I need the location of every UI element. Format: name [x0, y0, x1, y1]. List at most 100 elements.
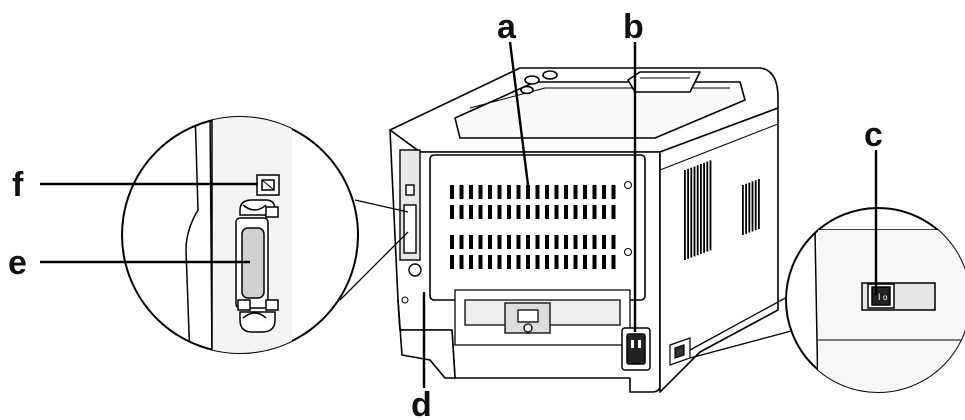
vent-slot: [488, 185, 492, 199]
vent-slot: [583, 255, 587, 269]
vent-slot: [497, 185, 502, 199]
vent-slot: [545, 255, 549, 269]
vent-slot: [535, 205, 540, 219]
side-vents: [684, 160, 760, 260]
vent-slot: [573, 235, 578, 249]
vent-slot: [459, 185, 464, 199]
side-vent-slot: [758, 179, 760, 229]
control-button: [520, 85, 534, 95]
side-vent-slot: [751, 181, 754, 232]
svg-text:I: I: [878, 292, 881, 302]
vent-slot: [459, 205, 464, 219]
magnifier-right: I o: [689, 207, 965, 393]
magnifier-left: [121, 116, 409, 354]
vent-slot: [516, 255, 521, 269]
leader-lines: [40, 41, 878, 388]
vent-slot: [535, 185, 540, 199]
interface-bay: [399, 149, 422, 277]
vent-slot: [535, 235, 540, 249]
vent-slot: [497, 235, 502, 249]
parallel-port-small: [403, 204, 417, 254]
vent-slot: [450, 235, 454, 249]
vent-slot: [459, 235, 464, 249]
side-vent-slot: [742, 185, 744, 235]
vent-slot: [507, 205, 511, 219]
callout-b: b: [623, 8, 644, 46]
vent-slot: [526, 185, 530, 199]
vent-slot: [478, 235, 483, 249]
vent-slot: [592, 235, 597, 249]
vent-slot: [602, 235, 606, 249]
usb-port-small: [405, 184, 415, 196]
vent-slot: [564, 185, 568, 199]
vent-slot: [497, 205, 502, 219]
vent-slot: [602, 255, 606, 269]
paper-stopper: [627, 71, 701, 93]
lock-slot: [408, 263, 422, 277]
vent-slot: [564, 205, 568, 219]
callout-a: a: [497, 8, 517, 46]
side-vent-slot: [696, 165, 699, 256]
vent-slot: [488, 255, 492, 269]
vent-slot: [507, 255, 511, 269]
vent-slot: [554, 235, 559, 249]
vent-slot: [450, 205, 454, 219]
vent-slot: [602, 185, 606, 199]
vent-slot: [478, 255, 483, 269]
vent-slot: [469, 255, 473, 269]
callout-c: c: [864, 116, 883, 154]
vent-slot: [592, 205, 597, 219]
vent-slot: [592, 185, 597, 199]
ac-inlet: [621, 327, 651, 371]
vent-slot: [583, 185, 587, 199]
vent-slot: [583, 205, 587, 219]
side-vent-slot: [748, 182, 751, 233]
vent-slot: [478, 185, 483, 199]
vent-slot: [469, 235, 473, 249]
vent-slot: [611, 235, 616, 249]
vent-slot: [611, 255, 616, 269]
vent-slot: [545, 235, 549, 249]
side-vent-slot: [693, 166, 696, 257]
vent-slot: [545, 185, 549, 199]
vent-slot: [450, 185, 454, 199]
vent-slot: [573, 255, 578, 269]
leader-a: [508, 41, 530, 186]
vent-slot: [526, 235, 530, 249]
vent-slot: [611, 185, 616, 199]
vent-slot: [450, 255, 454, 269]
callout-labels: a b c d e f: [8, 8, 883, 420]
vent-slot: [516, 205, 521, 219]
vent-slot: [459, 255, 464, 269]
vent-slot: [564, 255, 568, 269]
control-button: [524, 75, 540, 85]
vent-slot: [478, 205, 483, 219]
side-vent-slot: [703, 162, 705, 253]
parallel-port: [235, 199, 279, 333]
vent-slot: [469, 205, 473, 219]
callout-e: e: [8, 244, 27, 282]
vent-slot: [488, 235, 492, 249]
side-vent-slot: [745, 183, 747, 234]
callout-f: f: [12, 166, 24, 204]
control-button: [542, 70, 558, 80]
side-vent-slot: [706, 161, 709, 252]
vent-slot: [564, 235, 568, 249]
vent-slot: [507, 235, 511, 249]
vent-slot: [554, 185, 559, 199]
printer-left-foot: [397, 299, 456, 379]
side-vent-slot: [754, 180, 757, 231]
vent-slot: [554, 205, 559, 219]
vent-slot: [516, 185, 521, 199]
vent-slot: [535, 255, 540, 269]
side-vent-slot: [687, 168, 689, 259]
vent-slot: [592, 255, 597, 269]
printer-right-side: [659, 107, 779, 393]
vent-slot: [602, 205, 606, 219]
side-vent-slot: [690, 167, 693, 258]
vent-slot: [611, 205, 616, 219]
vent-slot: [469, 185, 473, 199]
vent-slot: [573, 205, 578, 219]
vent-slot: [545, 205, 549, 219]
